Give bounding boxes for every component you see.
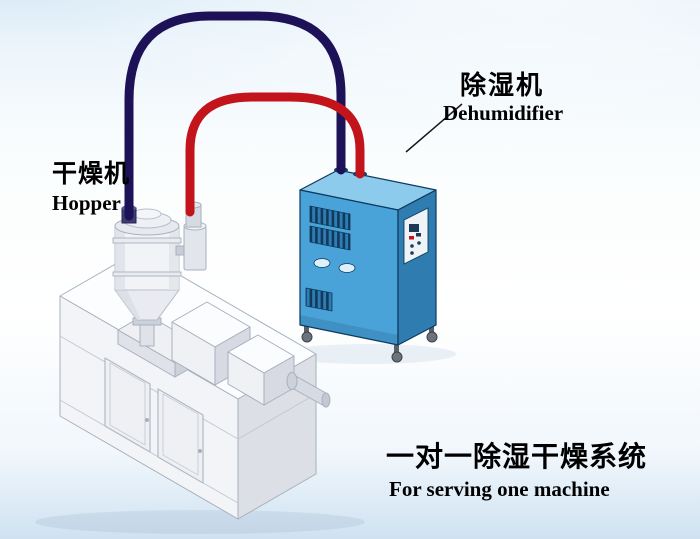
dehumidifier-cabinet xyxy=(299,167,438,363)
hopper-neck xyxy=(139,323,155,347)
supply-air-pipe xyxy=(185,92,365,217)
hopper-lid-cap xyxy=(132,208,162,220)
caption-en: For serving one machine xyxy=(389,477,610,501)
machine-seam xyxy=(237,393,317,440)
panel-knob xyxy=(410,251,414,255)
return-air-pipe xyxy=(124,11,346,221)
door-handle xyxy=(145,418,149,422)
hopper-cone-shade xyxy=(115,290,141,320)
caster-wheel xyxy=(426,331,438,343)
hopper-clamp-band xyxy=(112,237,182,244)
vent-grille xyxy=(309,225,351,251)
vent-grille xyxy=(305,287,333,312)
blower-housing xyxy=(183,225,207,271)
machine-shadow xyxy=(35,510,365,534)
cabinet-base-shade xyxy=(300,315,398,345)
air-pipes xyxy=(124,11,365,221)
caption-cn: 一对一除湿干燥系统 xyxy=(386,441,648,472)
hopper-clamp-band xyxy=(112,271,182,277)
hopper-body-shade-right xyxy=(169,226,179,290)
machine-door-panel xyxy=(157,388,204,484)
label-leader-line xyxy=(405,103,463,153)
barrel-end xyxy=(321,392,331,408)
machine-door-inner xyxy=(109,362,146,446)
panel-knob xyxy=(410,244,414,248)
machine-door-inner xyxy=(162,393,199,476)
cabinet-handle xyxy=(313,258,331,268)
hopper-dryer xyxy=(112,201,207,347)
caster-wheel xyxy=(391,351,403,363)
caster-stem xyxy=(394,345,399,353)
panel-button xyxy=(409,236,414,240)
cabinet-handle xyxy=(338,263,356,273)
dehumidifier-label-en: Dehumidifier xyxy=(443,101,564,125)
hopper-label-cn: 干燥机 xyxy=(52,160,131,188)
door-handle xyxy=(198,449,202,453)
extruder-machine xyxy=(59,250,331,520)
panel-button xyxy=(416,233,421,237)
vent-grille xyxy=(309,205,351,231)
hopper-body xyxy=(114,225,180,291)
panel-display xyxy=(409,224,419,232)
hopper-body-shade-left xyxy=(115,226,125,290)
dehumidifier-label-cn: 除湿机 xyxy=(460,70,545,100)
panel-knob xyxy=(417,241,421,245)
barrel-flange xyxy=(286,372,298,390)
caster-wheel xyxy=(301,331,313,343)
cabinet-shadow xyxy=(280,344,456,364)
caster-stem xyxy=(429,325,434,333)
hopper-label-en: Hopper xyxy=(52,191,121,215)
caster-stem xyxy=(304,325,309,333)
